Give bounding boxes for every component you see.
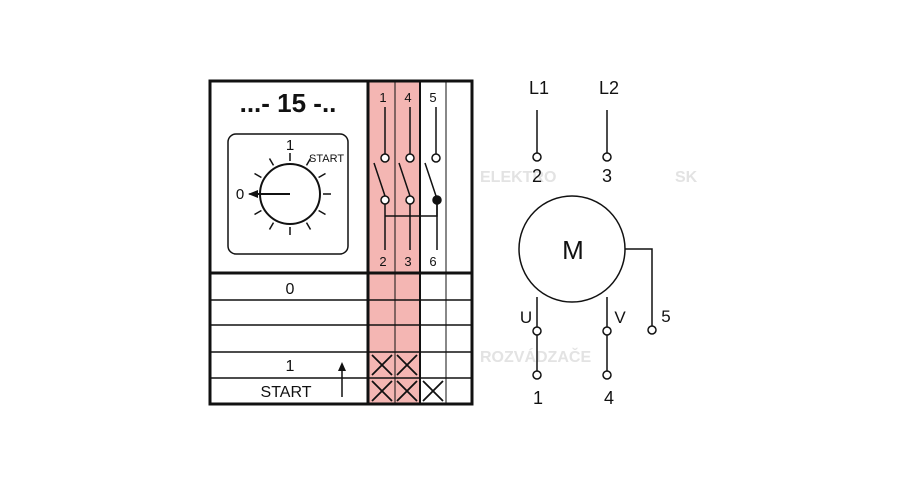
contact-schematic: [373, 107, 442, 250]
terminal-label-3: 3: [602, 166, 612, 186]
position-label-1: 1: [286, 358, 295, 375]
motor-circuit: [518, 110, 657, 380]
terminal-label-1: 1: [533, 388, 543, 408]
line-label-l2: L2: [599, 78, 619, 98]
dial-tick: [268, 222, 275, 230]
contact-closed-mark: [371, 354, 393, 376]
terminal-label-2: 2: [532, 166, 542, 186]
position-label-0: 0: [286, 281, 295, 298]
dial-label-0: 0: [236, 186, 244, 203]
contact-closed-mark: [396, 380, 418, 402]
contact-closed-mark: [422, 380, 444, 402]
dial-tick: [305, 158, 312, 166]
line-label-l1: L1: [529, 78, 549, 98]
bottom-contact-numbers: 2 3 6: [379, 254, 436, 269]
contact-closed-mark: [371, 380, 393, 402]
position-table: 0 1 START: [261, 281, 444, 402]
watermark-text-3: SK: [675, 169, 698, 186]
dial-tick: [254, 172, 262, 179]
contact-closed-mark: [396, 354, 418, 376]
dial-tick: [318, 209, 326, 216]
dial-label-1: 1: [286, 137, 294, 154]
terminal-label-5: 5: [661, 307, 670, 326]
contact-number-1: 1: [379, 90, 386, 105]
terminal-label-4: 4: [604, 388, 614, 408]
switch-frame: [208, 79, 474, 406]
dial-tick: [305, 222, 312, 230]
contact-closure-marks: [371, 354, 444, 402]
watermark-text-2: ROZVÁDZAČE: [480, 347, 591, 366]
winding-label-v: V: [614, 308, 626, 327]
dial-label-start: START: [309, 153, 344, 165]
contact-number-4: 4: [404, 90, 411, 105]
watermark-text-1: ELEKTRO: [480, 169, 556, 186]
dial-tick: [268, 158, 275, 166]
top-contact-numbers: 1 4 5: [379, 90, 436, 105]
contact-number-3: 3: [404, 254, 411, 269]
motor-labels: L1 L2 2 3 M U V 5 1 4: [520, 78, 671, 408]
contact-number-6: 6: [429, 254, 436, 269]
watermark: ELEKTRO ROZVÁDZAČE SK: [480, 169, 698, 366]
dial-tick: [254, 209, 262, 216]
contact-number-5: 5: [429, 90, 436, 105]
winding-label-u: U: [520, 308, 532, 327]
dial-tick: [318, 172, 326, 179]
motor-label: M: [562, 235, 584, 265]
switch-title: ...- 15 -..: [240, 88, 337, 118]
rotary-dial: 1 START 0: [227, 133, 349, 255]
contact-number-2: 2: [379, 254, 386, 269]
position-label-start: START: [261, 384, 312, 401]
